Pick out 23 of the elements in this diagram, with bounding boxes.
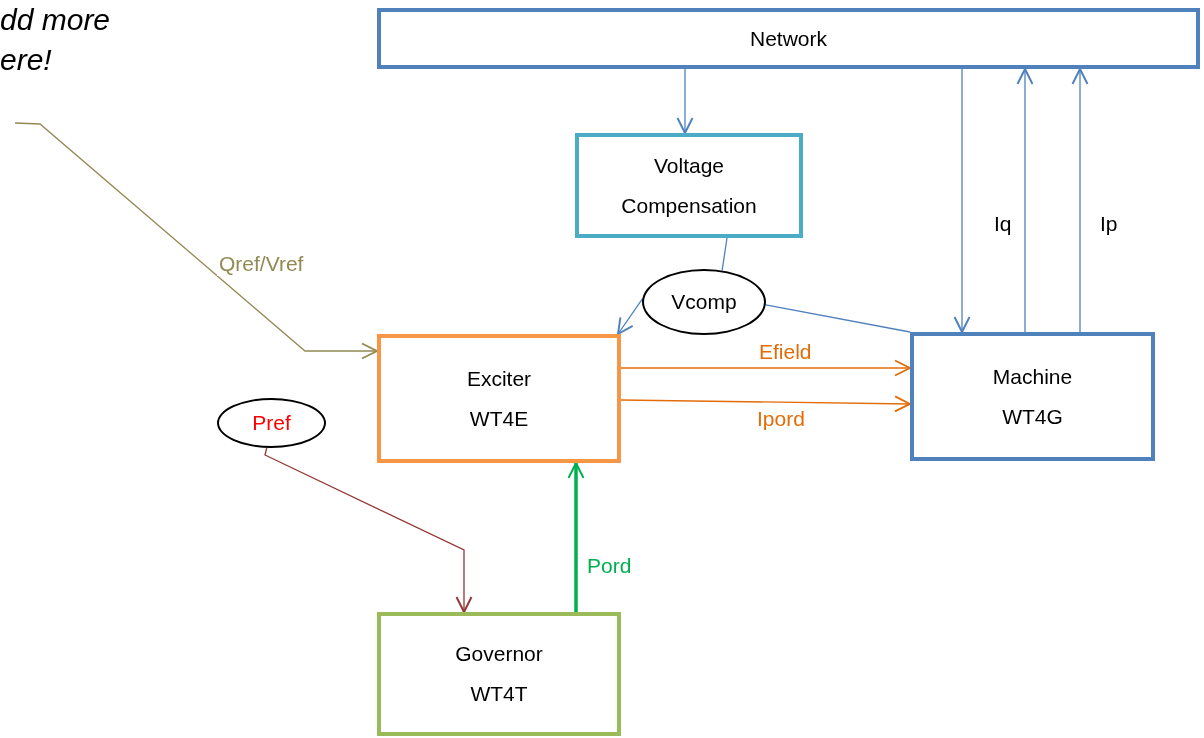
exciter-box [377,334,621,463]
network-box [377,8,1200,69]
machine-box [910,332,1155,461]
node-label: Pref [252,410,291,436]
arrow [14,122,378,360]
process-box [575,133,803,238]
note-text: dd more ere! [0,2,112,78]
arrow [1071,68,1089,333]
node-label: Vcomp [671,289,737,315]
node-label: Voltage Compensation [620,152,758,219]
arrow [676,68,694,134]
arrow [567,462,585,612]
arrow [620,395,911,413]
arrow [617,298,643,335]
governor-box [377,612,621,736]
arrow [620,359,911,377]
node-label: Network [750,25,827,52]
node-label: Governor WT4T [454,641,544,707]
arrow [953,68,971,333]
arrow [264,447,473,613]
node-label: Machine WT4G [991,363,1074,430]
arrow [1016,68,1034,333]
node-label: Exciter WT4E [465,365,533,432]
